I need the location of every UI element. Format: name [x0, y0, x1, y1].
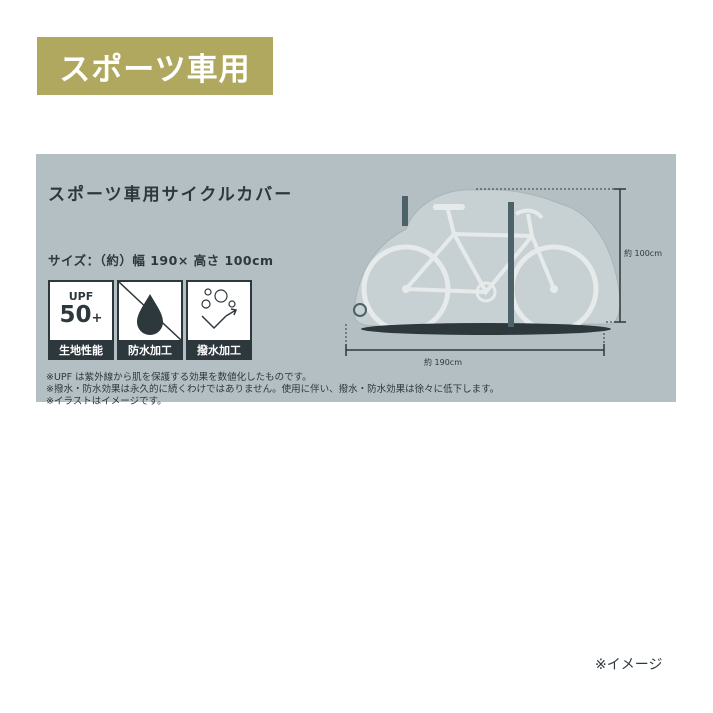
note-line: ※イラストはイメージです。: [46, 396, 167, 407]
image-footnote: ※イメージ: [595, 657, 663, 673]
upf-small-text: UPF: [68, 290, 94, 303]
feature-label: 撥水加工: [186, 340, 252, 360]
height-dimension-label: 約 100cm: [624, 249, 663, 258]
feature-label: 生地性能: [48, 340, 114, 360]
feature-upf: UPF 50+ 生地性能: [48, 280, 114, 361]
water-repellent-icon: [201, 288, 238, 330]
waterproof-box: [117, 280, 183, 342]
title-badge: スポーツ車用: [37, 37, 273, 95]
product-info-panel: スポーツ車用サイクルカバー サイズ：（約）幅 190× 高さ 100cm UPF…: [36, 154, 676, 407]
note-line: ※UPF は紫外線から肌を保護する効果を数値化したものです。: [46, 372, 312, 383]
bicycle-cover-illustration: [345, 188, 626, 356]
notes: ※UPF は紫外線から肌を保護する効果を数値化したものです。 ※撥水・防水効果は…: [46, 372, 499, 408]
feature-waterproof: 防水加工: [117, 280, 183, 361]
width-dimension-label: 約 190cm: [424, 358, 463, 367]
title-text: スポーツ車用: [59, 51, 251, 88]
product-name: スポーツ車用サイクルカバー: [48, 185, 294, 205]
note-line: ※撥水・防水効果は永久的に続くわけではありません。使用に伴い、撥水・防水効果は徐…: [46, 384, 500, 395]
water-drop-icon: [118, 281, 182, 341]
feature-water-repellent: 撥水加工: [186, 280, 252, 361]
feature-label: 防水加工: [117, 340, 183, 360]
size-text: サイズ：（約）幅 190× 高さ 100cm: [48, 253, 274, 268]
upf-box: UPF 50+: [48, 280, 114, 342]
water-repellent-box: [186, 280, 252, 342]
upf-value: 50+: [59, 302, 103, 328]
